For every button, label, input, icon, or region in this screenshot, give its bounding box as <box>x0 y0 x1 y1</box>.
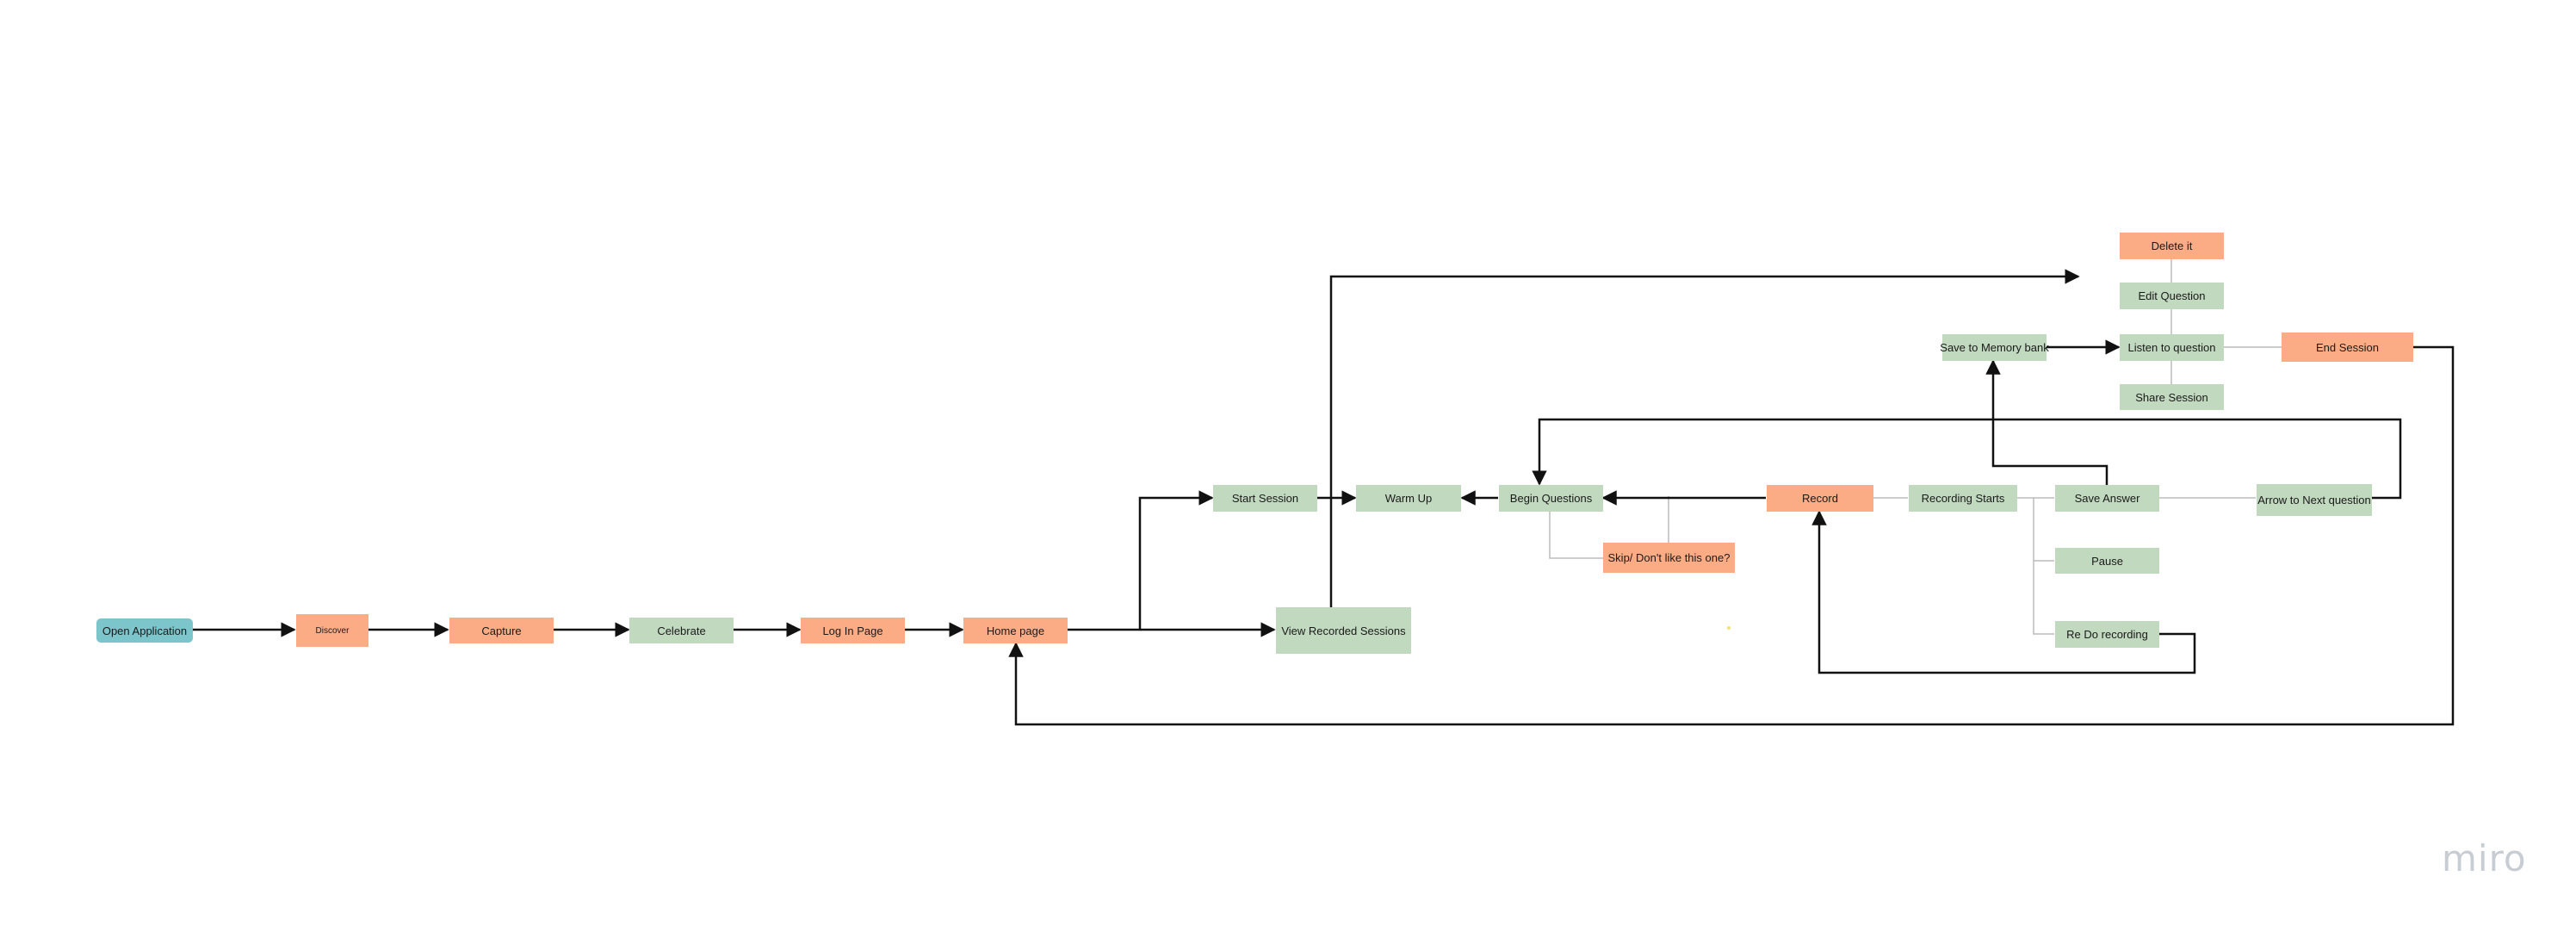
arrow-end-session-to-home <box>1008 345 2455 726</box>
node-save-to-memory-bank[interactable]: Save to Memory bank <box>1940 334 2049 361</box>
black-arrows <box>193 269 2455 726</box>
node-celebrate[interactable]: Celebrate <box>629 618 734 643</box>
stray-dot <box>1727 626 1731 630</box>
arrow-next-question-loop <box>1532 418 2402 500</box>
node-record[interactable]: Record <box>1767 485 1873 512</box>
node-share-session[interactable]: Share Session <box>2120 384 2224 410</box>
node-recording-starts[interactable]: Recording Starts <box>1909 485 2017 512</box>
grey-branch-lines <box>1549 259 2282 635</box>
node-end-session[interactable]: End Session <box>2282 332 2413 362</box>
line-begin-to-skip <box>1549 510 1603 559</box>
node-warm-up[interactable]: Warm Up <box>1356 485 1461 512</box>
arrow-home-to-start-session <box>1068 490 1214 631</box>
node-save-answer[interactable]: Save Answer <box>2055 485 2159 512</box>
node-start-session[interactable]: Start Session <box>1213 485 1317 512</box>
node-listen-to-question[interactable]: Listen to question <box>2120 334 2224 361</box>
node-open-application[interactable]: Open Application <box>96 618 193 643</box>
node-arrow-to-next-question[interactable]: Arrow to Next question <box>2257 484 2372 516</box>
node-log-in-page[interactable]: Log In Page <box>801 618 905 643</box>
node-discover[interactable]: Discover <box>296 614 368 647</box>
miro-logo: miro <box>2442 837 2527 879</box>
node-re-do-recording[interactable]: Re Do recording <box>2055 621 2159 648</box>
node-view-recorded-sessions[interactable]: View Recorded Sessions <box>1276 607 1411 654</box>
node-begin-questions[interactable]: Begin Questions <box>1499 485 1603 512</box>
node-delete-it[interactable]: Delete it <box>2120 233 2224 259</box>
arrow-redo-to-record <box>1811 510 2196 674</box>
node-capture[interactable]: Capture <box>449 618 554 643</box>
arrow-save-answer-to-memory-bank <box>1985 359 2108 485</box>
arrow-view-recorded-to-top <box>1329 269 2080 607</box>
node-skip-question[interactable]: Skip/ Don't like this one? <box>1603 543 1735 573</box>
node-pause[interactable]: Pause <box>2055 548 2159 574</box>
node-home-page[interactable]: Home page <box>963 618 1068 643</box>
node-edit-question[interactable]: Edit Question <box>2120 283 2224 309</box>
line-branch-pause-redo <box>2033 498 2054 635</box>
